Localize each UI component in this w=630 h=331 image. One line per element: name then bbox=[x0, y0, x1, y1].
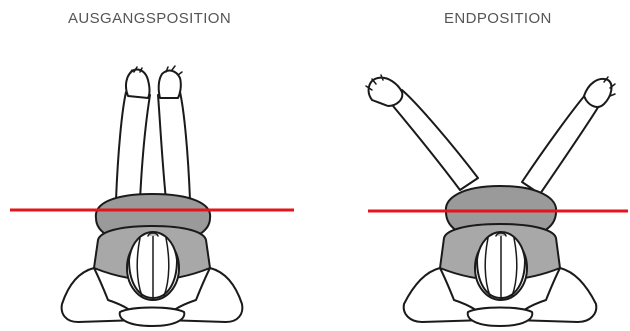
end-left-leg bbox=[388, 90, 478, 190]
end-hands bbox=[468, 308, 533, 327]
start-position-figure bbox=[62, 66, 243, 326]
end-position-figure bbox=[366, 75, 615, 326]
start-left-leg bbox=[116, 92, 150, 200]
start-right-leg bbox=[158, 92, 190, 200]
end-right-leg bbox=[522, 94, 600, 194]
end-right-foot bbox=[584, 79, 611, 107]
start-hands bbox=[120, 308, 185, 327]
